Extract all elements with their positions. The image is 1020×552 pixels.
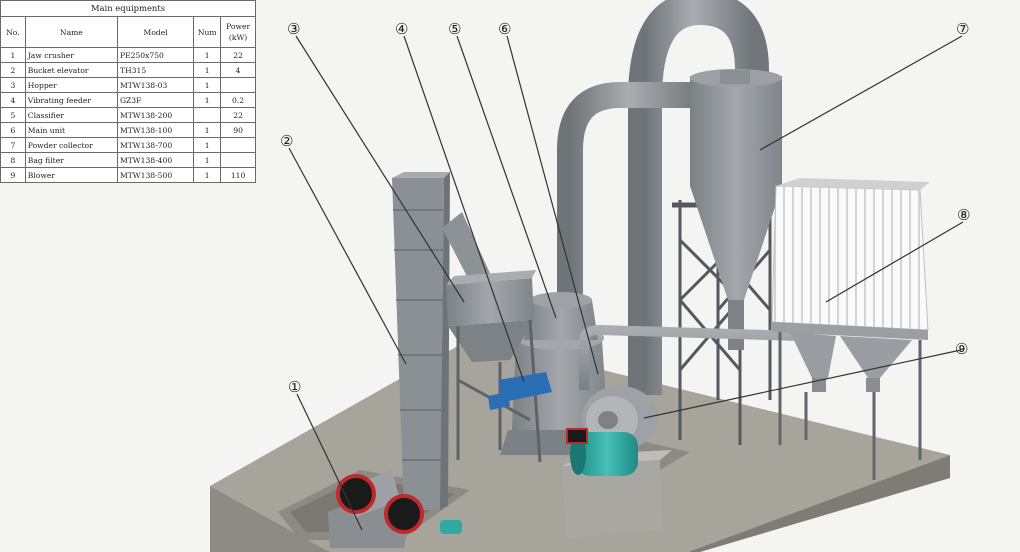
cell-num xyxy=(193,107,222,123)
leader-2 xyxy=(288,147,407,365)
bag-filter-duct xyxy=(579,324,801,390)
callout-leaders xyxy=(288,35,964,531)
cell-power xyxy=(220,152,256,168)
cell-power: 0.2 xyxy=(220,92,256,108)
cell-power: 22 xyxy=(220,47,256,63)
callout-7: ⑦ xyxy=(956,20,969,38)
leader-3 xyxy=(295,35,465,303)
leader-5 xyxy=(456,35,557,319)
cell-model: MTW138-700 xyxy=(116,137,195,153)
cell-model: MTW138-03 xyxy=(116,77,195,93)
cell-no: 3 xyxy=(0,77,26,93)
cell-no: 2 xyxy=(0,62,26,78)
leader-4 xyxy=(403,35,525,383)
cell-num: 1 xyxy=(193,137,222,153)
jaw-crusher xyxy=(328,470,462,548)
header-num: Num xyxy=(193,16,222,48)
callout-4: ④ xyxy=(395,20,408,38)
cell-no: 6 xyxy=(0,122,26,138)
cell-name: Vibrating feeder xyxy=(24,92,118,108)
cell-num: 1 xyxy=(193,77,222,93)
cell-name: Bag filter xyxy=(24,152,118,168)
leader-6 xyxy=(506,35,599,375)
cell-no: 5 xyxy=(0,107,26,123)
cell-model: MTW138-500 xyxy=(116,167,195,183)
leader-9 xyxy=(643,349,962,419)
cell-no: 1 xyxy=(0,47,26,63)
cell-num: 1 xyxy=(193,47,222,63)
cell-model: GZ3F xyxy=(116,92,195,108)
cell-no: 7 xyxy=(0,137,26,153)
table-header-row: No. Name Model Num Power (kW) xyxy=(0,16,256,48)
cell-power xyxy=(220,77,256,93)
table-title: Main equipments xyxy=(0,0,256,16)
callout-9: ⑨ xyxy=(955,340,968,358)
leader-7 xyxy=(759,35,963,151)
callout-2: ② xyxy=(280,132,293,150)
cell-no: 8 xyxy=(0,152,26,168)
cell-num: 1 xyxy=(193,152,222,168)
leader-1 xyxy=(296,393,363,531)
header-model: Model xyxy=(116,16,195,48)
header-no: No. xyxy=(0,16,26,48)
cell-name: Bucket elevator xyxy=(24,62,118,78)
cell-no: 9 xyxy=(0,167,26,183)
callout-6: ⑥ xyxy=(498,20,511,38)
header-power: Power (kW) xyxy=(220,16,256,48)
callout-3: ③ xyxy=(287,20,300,38)
powder-collector-cyclone xyxy=(690,69,782,350)
cell-model: MTW138-400 xyxy=(116,152,195,168)
cell-power: 110 xyxy=(220,167,256,183)
cell-power: 4 xyxy=(220,62,256,78)
cell-name: Classifier xyxy=(24,107,118,123)
cell-power: 22 xyxy=(220,107,256,123)
cell-power xyxy=(220,137,256,153)
cell-name: Jaw crusher xyxy=(24,47,118,63)
main-equipments-table: Main equipments No. Name Model Num Power… xyxy=(0,0,256,183)
cell-model: MTW138-100 xyxy=(116,122,195,138)
header-name: Name xyxy=(24,16,118,48)
cell-name: Blower xyxy=(24,167,118,183)
callout-labels: ① ② ③ ④ ⑤ ⑥ ⑦ ⑧ ⑨ xyxy=(280,20,970,396)
cell-model: MTW138-200 xyxy=(116,107,195,123)
blower-motor xyxy=(562,428,672,538)
cell-num: 1 xyxy=(193,122,222,138)
cell-num: 1 xyxy=(193,167,222,183)
cell-power: 90 xyxy=(220,122,256,138)
callout-8: ⑧ xyxy=(957,206,970,224)
classifier-outlet-duct xyxy=(557,82,700,310)
return-air-duct xyxy=(628,0,769,395)
cell-name: Main unit xyxy=(24,122,118,138)
cell-num: 1 xyxy=(193,92,222,108)
cell-name: Hopper xyxy=(24,77,118,93)
leader-8 xyxy=(825,221,964,303)
cell-num: 1 xyxy=(193,62,222,78)
vibrating-feeder xyxy=(488,372,552,410)
cell-model: TH315 xyxy=(116,62,195,78)
cell-name: Powder collector xyxy=(24,137,118,153)
callout-5: ⑤ xyxy=(448,20,461,38)
cell-no: 4 xyxy=(0,92,26,108)
bucket-elevator xyxy=(392,172,494,510)
callout-1: ① xyxy=(288,378,301,396)
cell-model: PE250x750 xyxy=(116,47,195,63)
